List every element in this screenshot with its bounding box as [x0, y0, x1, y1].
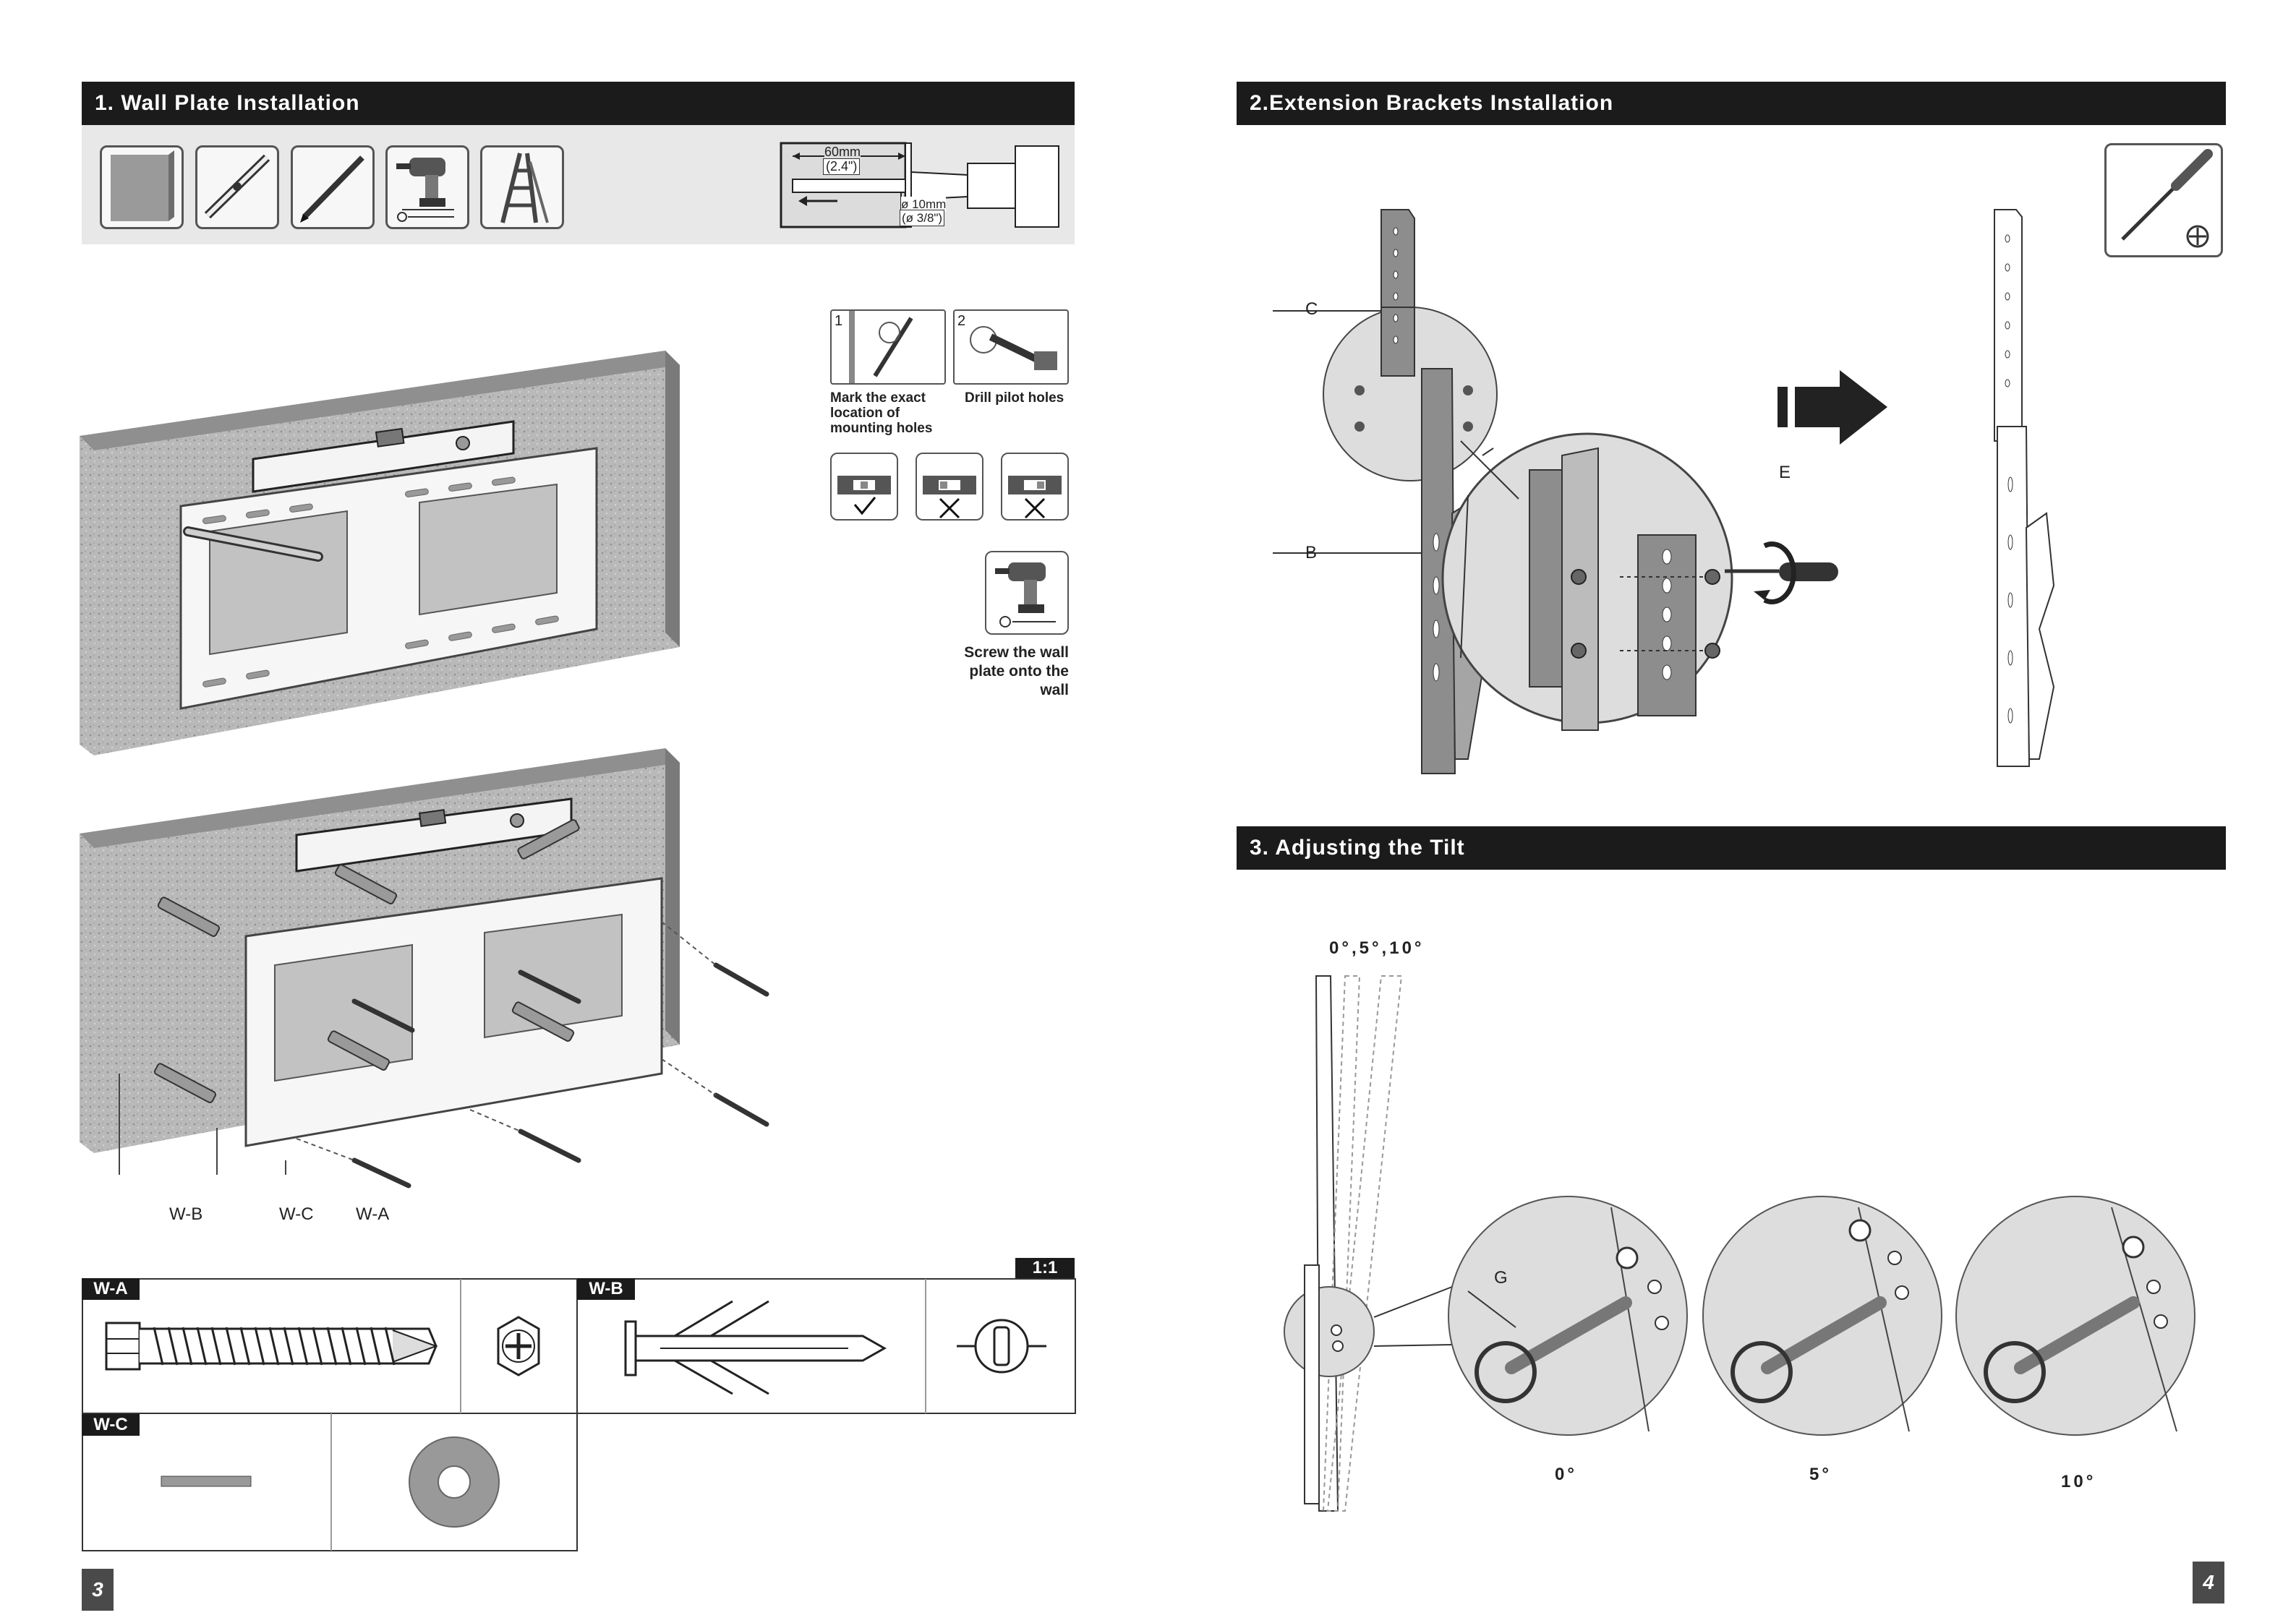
extension-bracket-illustration [1302, 210, 1938, 781]
section-title-adjusting-tilt: 3. Adjusting the Tilt [1237, 826, 2226, 870]
drill-depth-inch: (2.4") [823, 158, 860, 175]
step1-number: 1 [835, 314, 842, 329]
wall-plate-anchor-illustration [80, 748, 795, 1182]
hardware-tag-w-b: W-B [577, 1278, 635, 1300]
step1-mark-icon [830, 309, 946, 385]
page-number-right: 4 [2193, 1562, 2224, 1603]
ladder-icon [480, 145, 564, 229]
level-correct-icon [830, 453, 898, 521]
callout-e: E [1779, 463, 1791, 483]
tilt-bracket-illustration [1258, 969, 2206, 1518]
step2-label: Drill pilot holes [965, 390, 1080, 406]
step2-number: 2 [957, 314, 965, 329]
screw-step-label: Screw the wall plate onto the wall [944, 643, 1069, 700]
step2-drill-icon [953, 309, 1069, 385]
tilt-angle-0: 0° [1555, 1465, 1577, 1485]
level-wrong-icon-1 [916, 453, 983, 521]
level-wrong-icon-2 [1001, 453, 1069, 521]
hardware-table [82, 1278, 1076, 1553]
tilt-range-label: 0°,5°,10° [1329, 938, 1425, 959]
callout-g: G [1494, 1268, 1508, 1288]
tilt-angle-5: 5° [1809, 1465, 1832, 1485]
section-title-extension-brackets: 2.Extension Brackets Installation [1237, 82, 2226, 125]
step1-label: Mark the exact location of mounting hole… [830, 390, 953, 436]
callout-b: B [1305, 543, 1317, 563]
section-title-wall-plate: 1. Wall Plate Installation [82, 82, 1075, 125]
wall-plate-leveling-illustration [80, 351, 687, 755]
callout-w-c: W-C [279, 1204, 314, 1225]
level-icon [195, 145, 279, 229]
assembled-bracket-illustration [1981, 210, 2068, 774]
tilt-angle-10: 10° [2061, 1472, 2096, 1492]
drill-icon [385, 145, 469, 229]
drill-depth-value: 60mm [824, 145, 861, 160]
page-number-left: 3 [82, 1569, 114, 1611]
callout-w-a: W-A [356, 1204, 389, 1225]
hardware-tag-w-a: W-A [82, 1278, 140, 1300]
wall-icon [100, 145, 184, 229]
drill-diameter-inch: (ø 3/8") [900, 210, 944, 226]
callout-w-b: W-B [169, 1204, 202, 1225]
screw-drill-icon [985, 551, 1069, 635]
pencil-icon [291, 145, 375, 229]
hardware-scale-badge: 1:1 [1015, 1258, 1075, 1278]
callout-c: C [1305, 299, 1318, 320]
hardware-tag-w-c: W-C [82, 1414, 140, 1436]
screwdriver-icon [2104, 143, 2223, 257]
